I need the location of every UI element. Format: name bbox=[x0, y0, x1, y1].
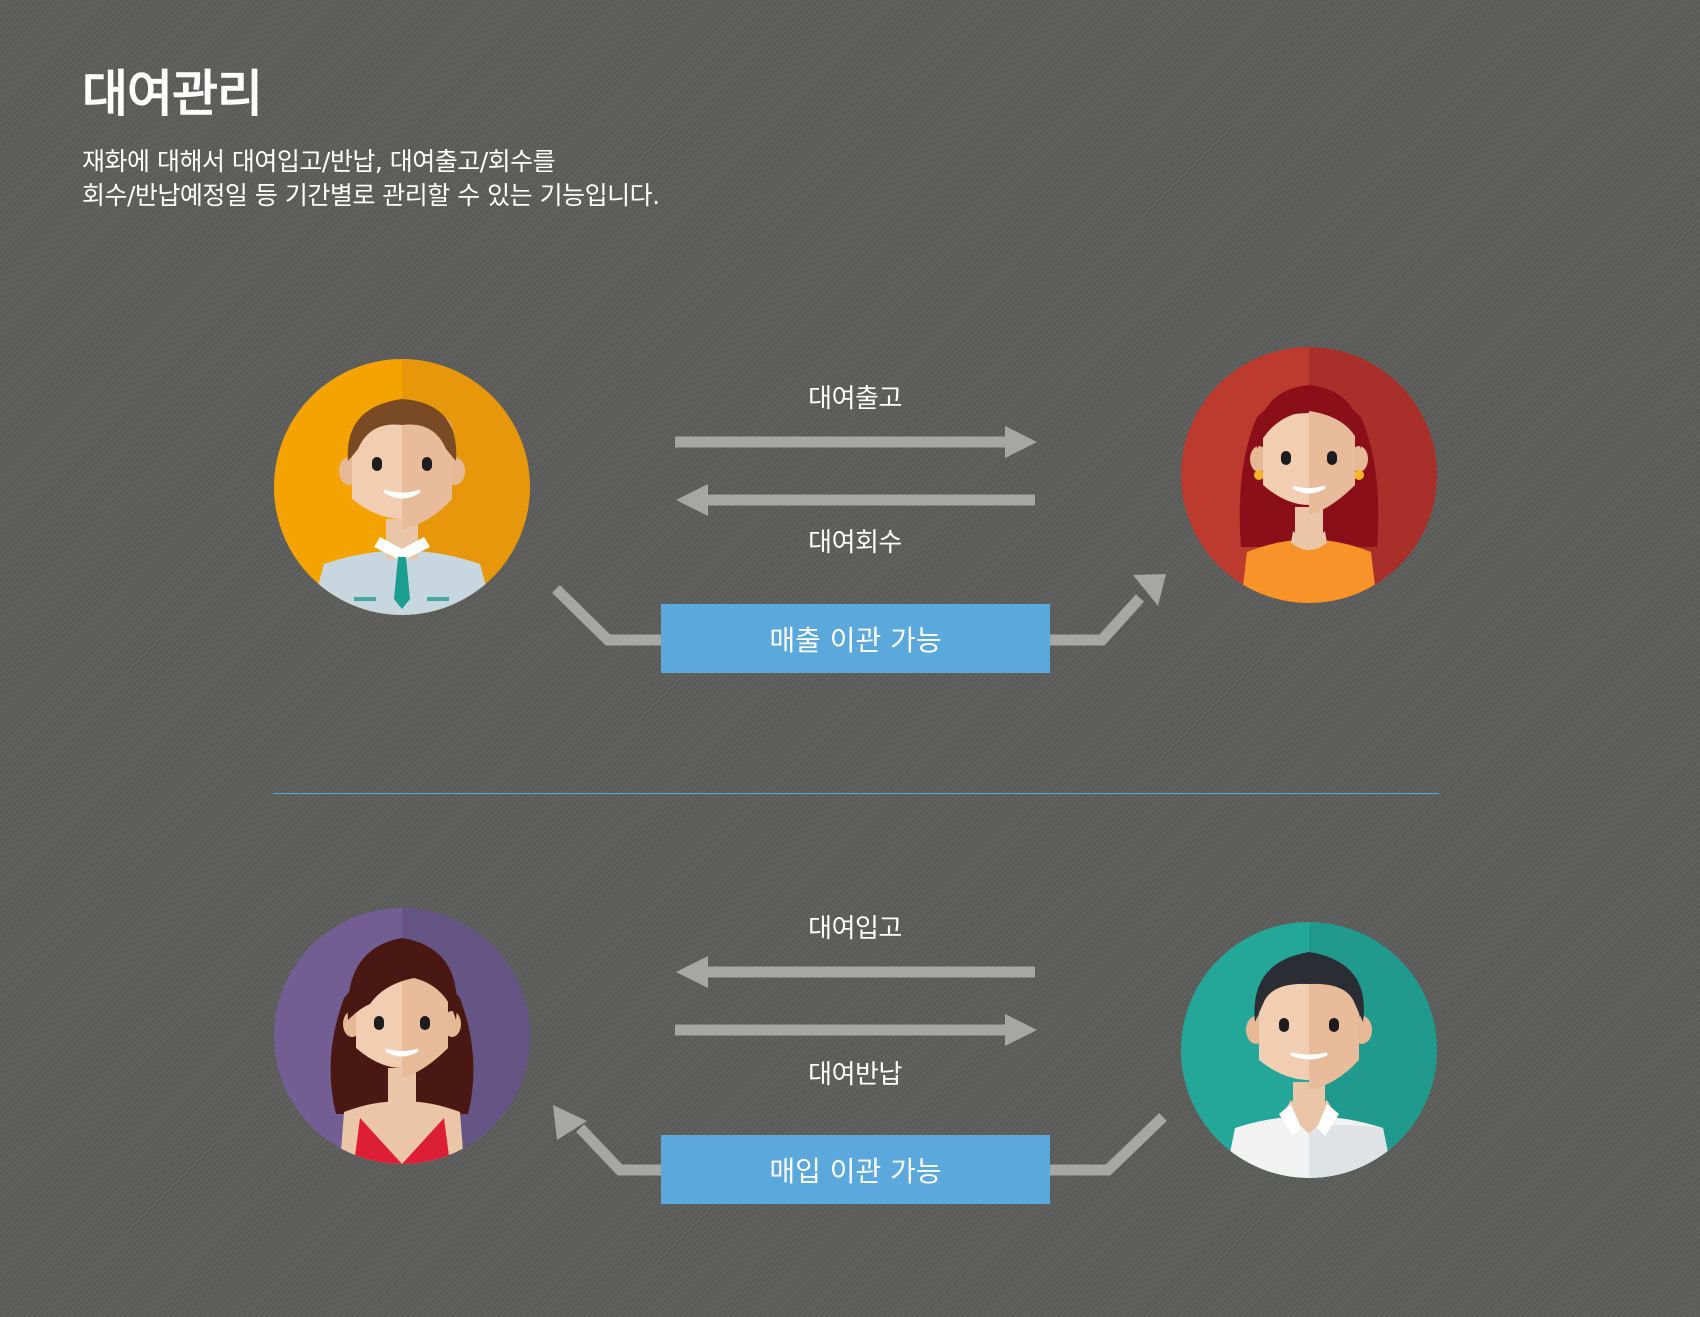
page-title: 대여관리 bbox=[82, 65, 263, 123]
return-arrowhead bbox=[1005, 1014, 1037, 1046]
recall-label: 대여회수 bbox=[808, 528, 902, 558]
outbound-label: 대여출고 bbox=[808, 384, 902, 414]
inbound-label: 대여입고 bbox=[808, 914, 902, 944]
man-in-white-shirt-avatar bbox=[1181, 922, 1437, 1178]
purchase-connector-right bbox=[1050, 1113, 1167, 1176]
return-label: 대여반납 bbox=[808, 1060, 902, 1090]
recall-arrowhead bbox=[676, 484, 708, 516]
man-in-shirt-and-tie-avatar bbox=[274, 359, 530, 615]
sales-connector-left bbox=[552, 585, 661, 646]
purchase-transfer-box: 매입 이관 가능 bbox=[661, 1135, 1050, 1204]
description-line-2: 회수/반납예정일 등 기간별로 관리할 수 있는 기능입니다. bbox=[82, 181, 660, 210]
description-line-1: 재화에 대해서 대여입고/반납, 대여출고/회수를 bbox=[82, 147, 556, 176]
outbound-arrowhead bbox=[1005, 426, 1037, 458]
inbound-arrowhead bbox=[676, 956, 708, 988]
page-description: 재화에 대해서 대여입고/반납, 대여출고/회수를 회수/반납예정일 등 기간별… bbox=[82, 145, 660, 213]
sales-connector-right bbox=[1050, 594, 1145, 646]
purchase-connector-left bbox=[576, 1124, 661, 1176]
purchase-connector-arrowhead bbox=[553, 1105, 587, 1140]
section-divider bbox=[273, 793, 1439, 794]
woman-with-dark-hair-avatar bbox=[274, 908, 530, 1164]
woman-with-red-hair-avatar bbox=[1181, 347, 1437, 603]
sales-connector-arrowhead bbox=[1133, 574, 1166, 606]
sales-transfer-box: 매출 이관 가능 bbox=[661, 604, 1050, 673]
